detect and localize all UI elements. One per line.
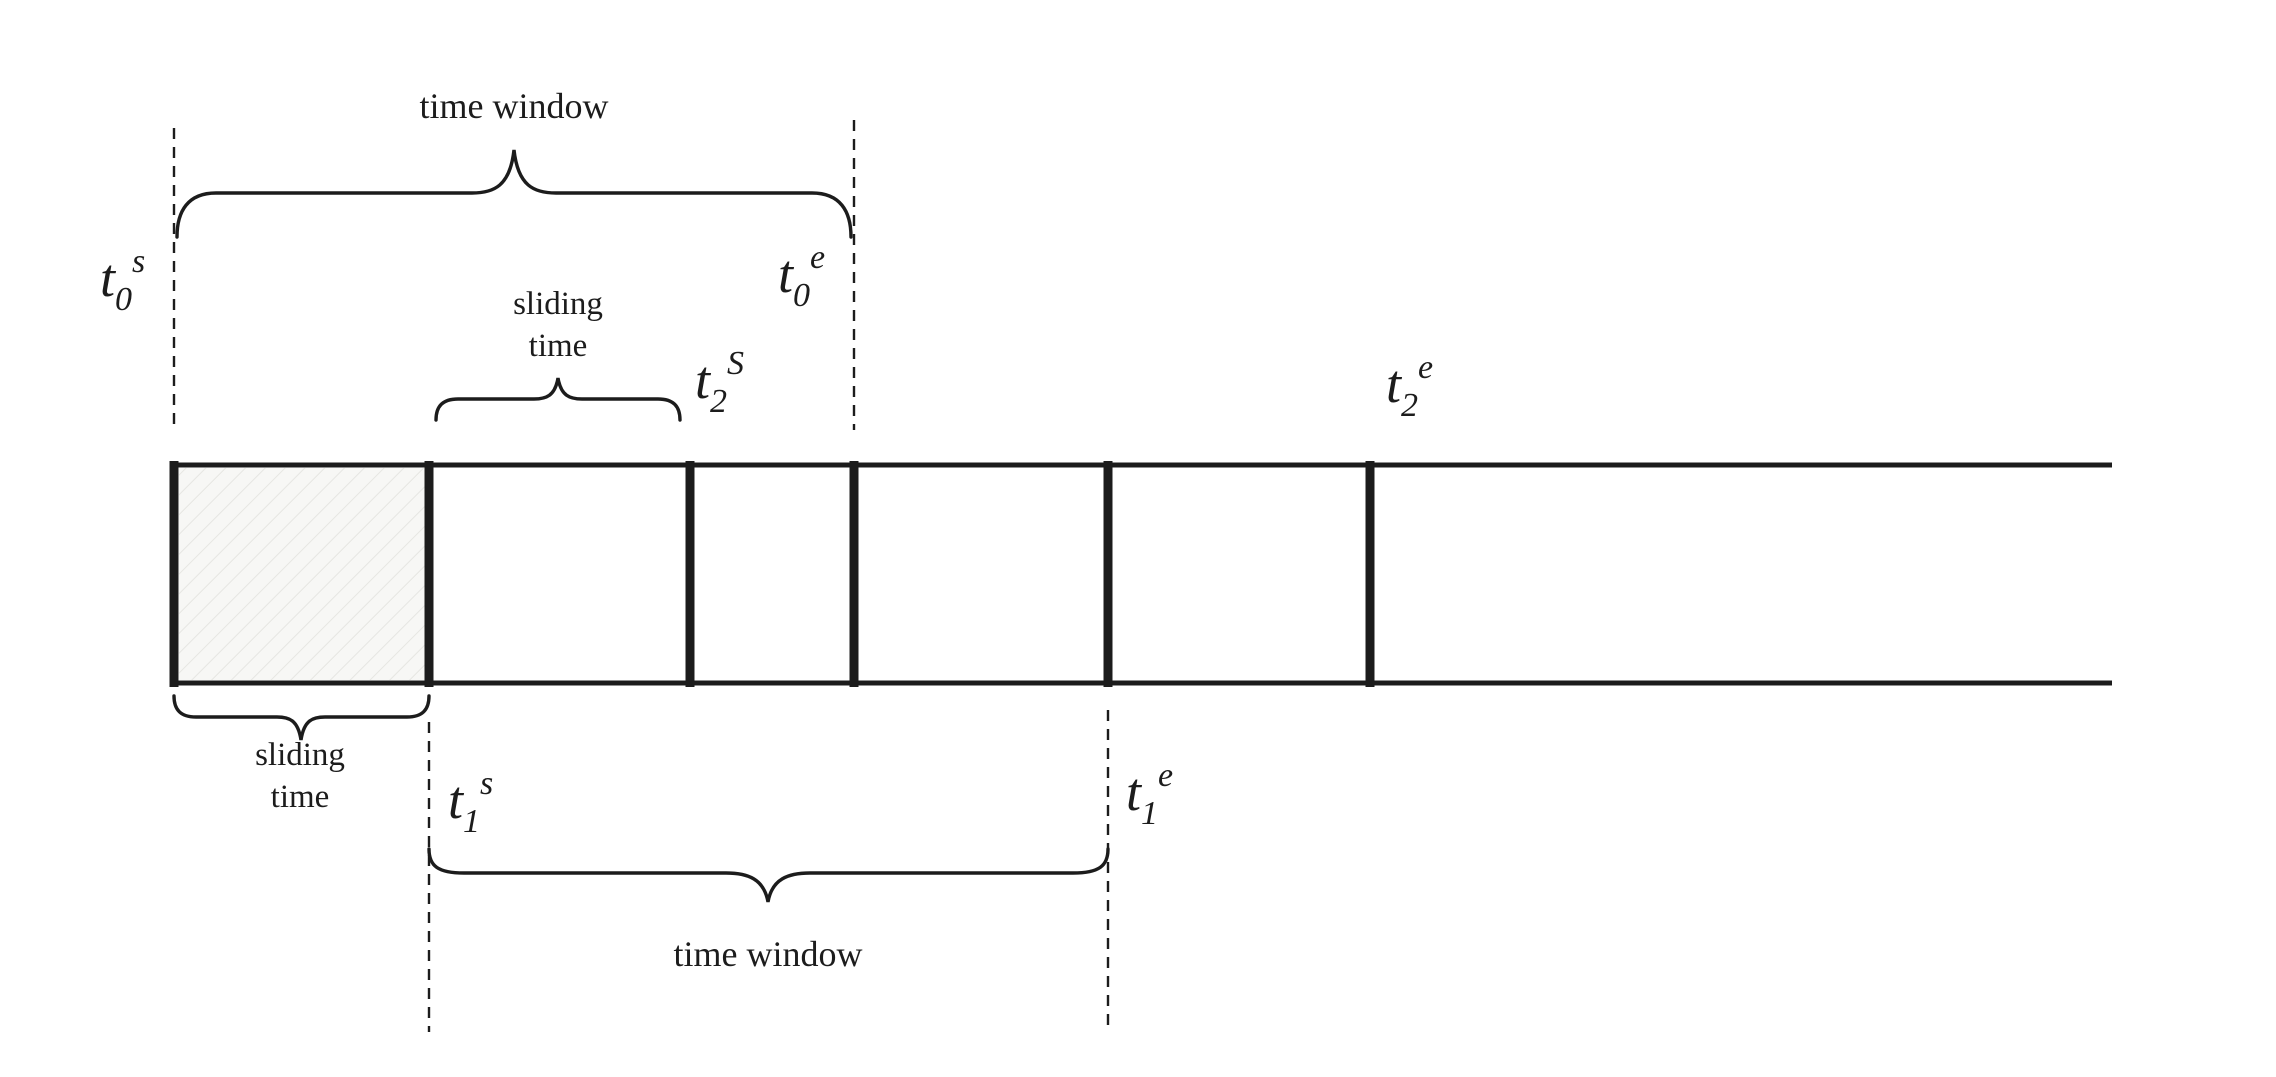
brace-sliding-time-top [434,377,682,422]
shaded-segment [179,468,425,680]
label-sliding-time-bottom-line2: time [271,779,330,815]
marker-t0e: t0e [778,239,825,314]
label-time-window-bottom: time window [674,934,863,974]
brace-sliding-time-bottom [172,694,431,741]
label-time-window-top: time window [420,86,609,126]
marker-t2e: t2e [1386,349,1433,424]
marker-t1s: t1s [448,765,493,840]
marker-t0s: t0s [100,243,145,318]
marker-t2s: t2S [695,345,744,420]
label-sliding-time-top-line1: sliding [513,286,603,322]
label-sliding-time-bottom-line1: sliding [255,737,345,773]
marker-t1e: t1e [1126,757,1173,832]
label-sliding-time-top-line2: time [529,328,588,364]
brace-time-window-top [175,149,853,239]
brace-time-window-bottom [427,847,1110,903]
